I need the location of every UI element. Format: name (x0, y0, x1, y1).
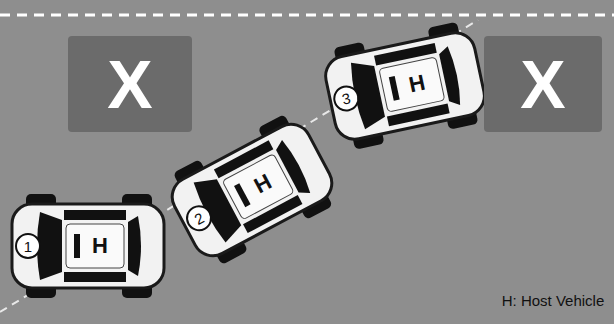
car-3 (320, 19, 490, 152)
vehicle-mark: H (92, 235, 108, 257)
lane-line (0, 14, 614, 17)
blocked-space: X (68, 36, 192, 132)
car-1 (12, 194, 164, 298)
car-2 (160, 108, 343, 271)
space-mark: X (520, 50, 565, 118)
space-mark: X (107, 50, 152, 118)
note: H: Host Vehicle (502, 293, 605, 308)
blocked-space: X (484, 36, 602, 132)
callout-number: 1 (24, 239, 32, 254)
